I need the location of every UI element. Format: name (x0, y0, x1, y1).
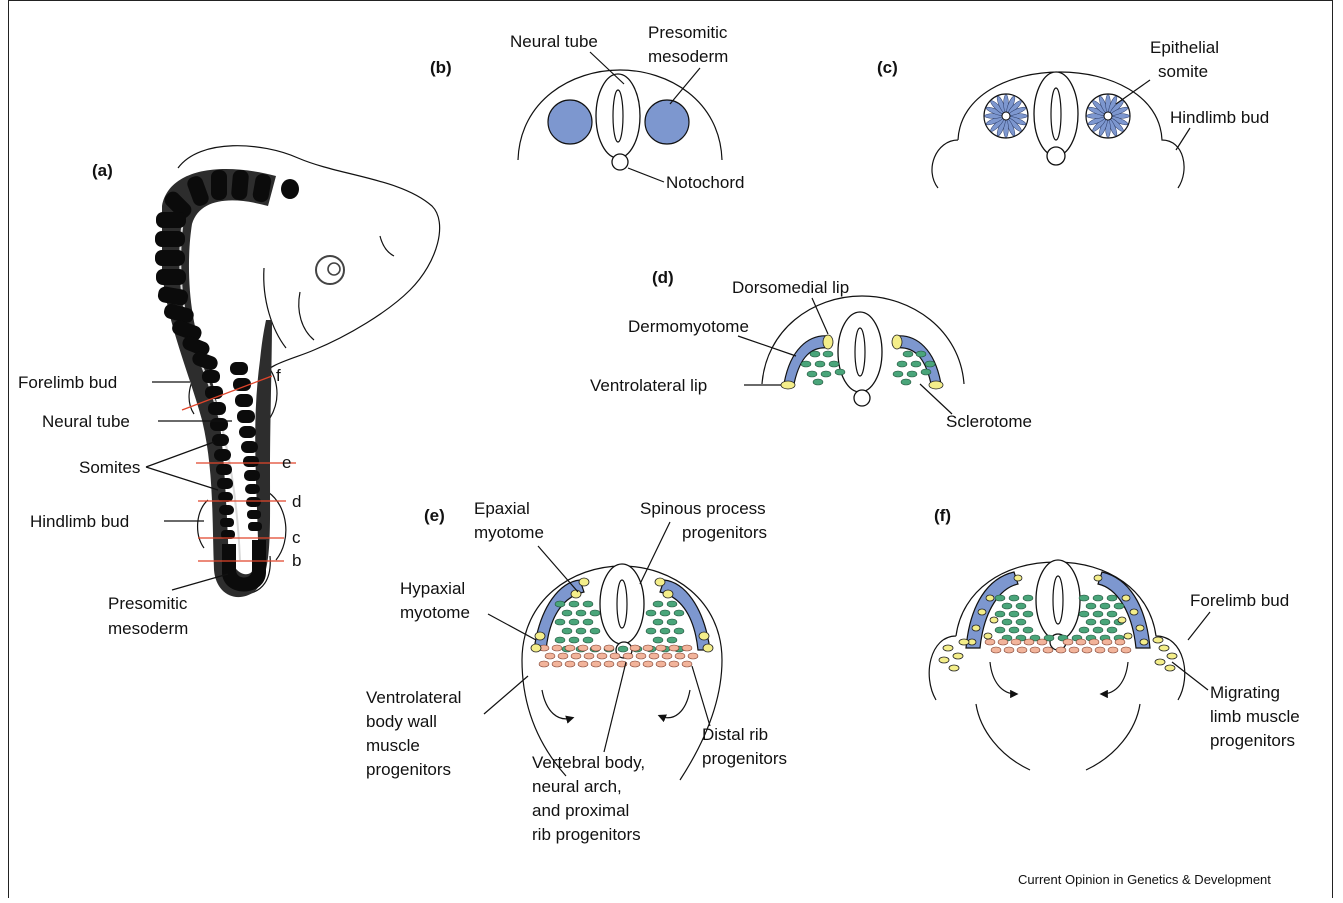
figure-border (8, 0, 1333, 898)
